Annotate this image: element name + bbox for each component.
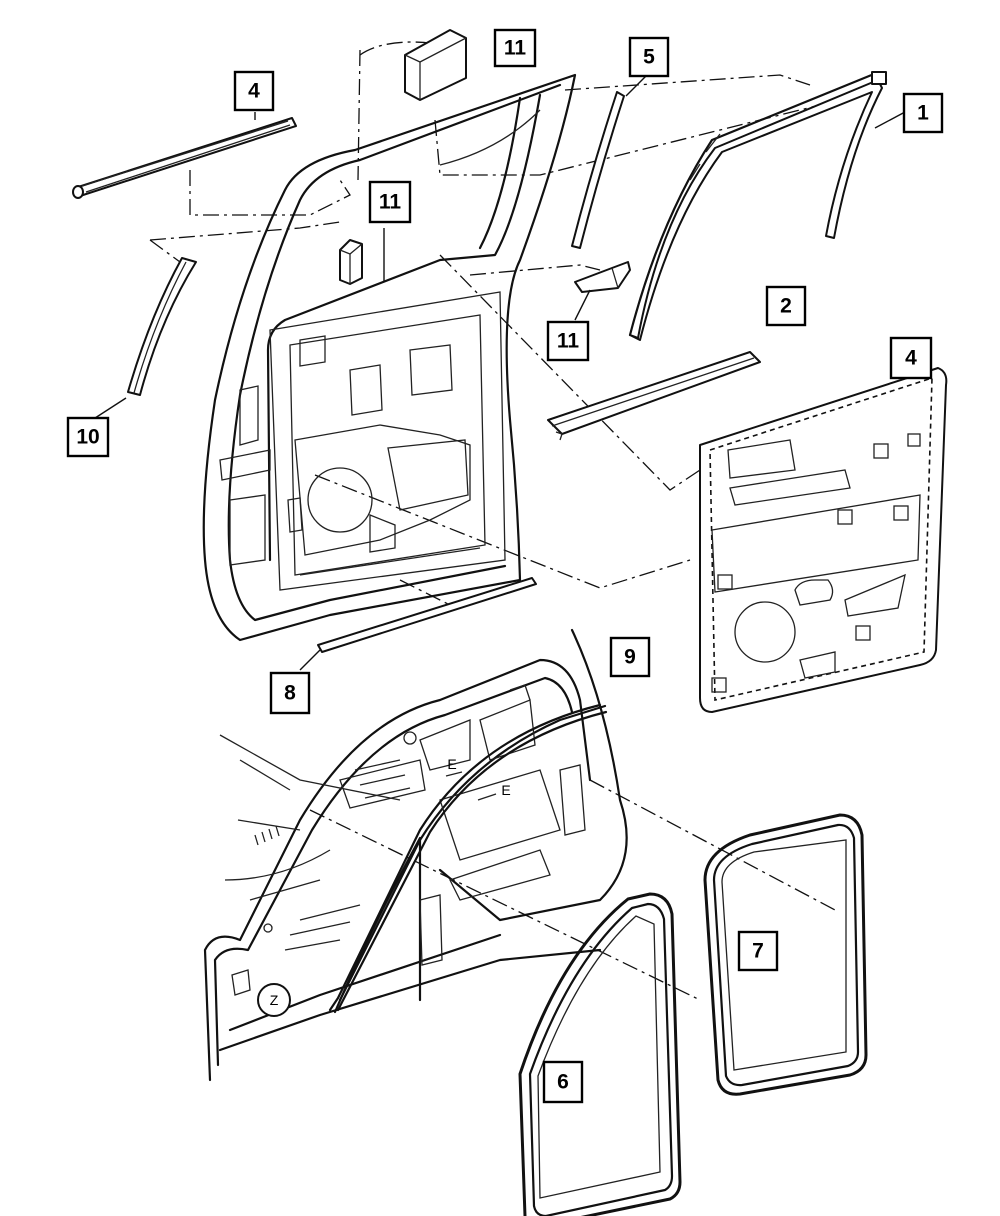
callout-11-right-label: 11	[557, 330, 580, 353]
callout-4: 4	[889, 336, 933, 380]
callout-7: 7	[737, 930, 779, 972]
view-marker-e2-label: E	[501, 782, 510, 798]
leader-lines	[91, 71, 906, 671]
callout-10: 10	[66, 416, 110, 458]
part-11-right-bracket	[574, 261, 631, 293]
part-10-front-channel	[127, 257, 197, 396]
view-marker-e1-label: E	[447, 756, 456, 772]
callout-1: 1	[902, 92, 944, 134]
callout-8: 8	[269, 671, 311, 715]
callout-2: 2	[765, 285, 807, 327]
connector-lines	[149, 41, 861, 1001]
vehicle-body-opening	[203, 628, 628, 1082]
callout-11-top-label: 11	[504, 37, 527, 60]
callout-11-center-label: 11	[379, 191, 402, 214]
callout-9-label: 9	[624, 646, 636, 669]
part-6-door-opening-seal	[518, 892, 682, 1216]
callout-8-label: 8	[284, 682, 296, 705]
part-2-inner-belt-weatherstrip	[547, 351, 761, 441]
view-markers-e: E E	[445, 756, 511, 801]
callout-6: 6	[542, 1060, 584, 1104]
view-marker-z: Z	[257, 983, 291, 1017]
callout-5-label: 5	[643, 46, 655, 69]
callout-11-right: 11	[546, 320, 590, 362]
part-7-door-seal	[703, 813, 868, 1096]
part-11-center-bumper	[339, 239, 363, 285]
callout-9: 9	[609, 636, 651, 678]
part-1-glass-run-channel	[628, 71, 888, 341]
callout-3-label: 4	[248, 80, 260, 103]
callout-10-label: 10	[76, 426, 99, 449]
part-3-belt-weatherstrip	[72, 117, 297, 199]
callout-11-center: 11	[368, 180, 412, 224]
callout-1-label: 1	[917, 102, 929, 125]
part-8-sill-weatherstrip	[317, 577, 537, 653]
callout-4-label: 4	[905, 347, 917, 370]
callout-6-label: 6	[557, 1071, 569, 1094]
part-11-top-bumper	[404, 29, 467, 101]
callout-2-label: 2	[780, 295, 792, 318]
callout-5: 5	[628, 36, 670, 78]
part-5-channel-strip	[571, 91, 625, 249]
callout-3: 4	[233, 70, 275, 112]
callout-11-top: 11	[493, 28, 537, 68]
view-marker-z-label: Z	[270, 992, 279, 1008]
callout-7-label: 7	[752, 940, 764, 963]
door-shell	[202, 73, 577, 642]
part-4-door-trim-panel	[699, 367, 948, 713]
